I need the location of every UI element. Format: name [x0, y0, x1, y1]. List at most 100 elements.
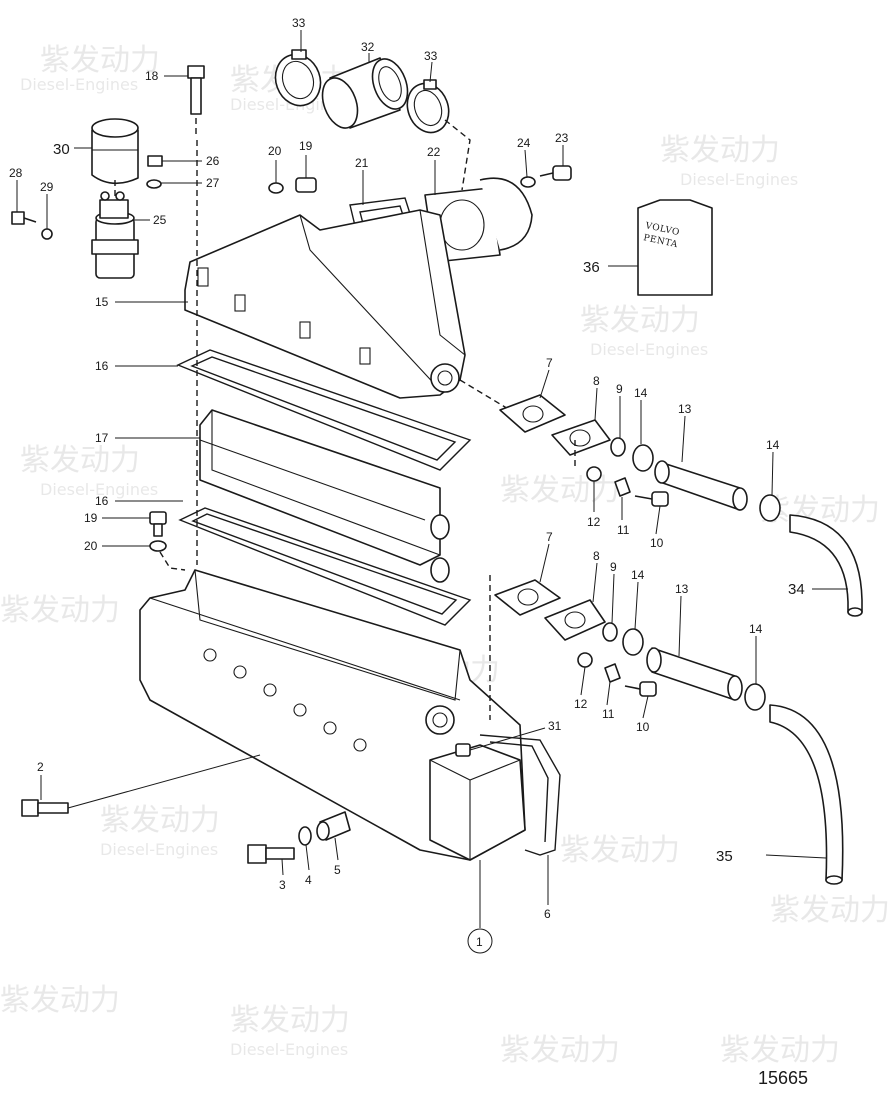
callout-18: 18: [145, 69, 159, 83]
callout-14: 14: [634, 386, 648, 400]
solenoid: [91, 191, 139, 279]
callout-32: 32: [361, 40, 375, 54]
callout-30: 30: [53, 141, 70, 158]
lock-11-lower: [604, 663, 621, 683]
watermark-brand: 紫发动力: [40, 43, 160, 78]
watermark-sub: Diesel-Engines: [40, 480, 158, 499]
washer-24: [520, 176, 536, 188]
pipe-35: [769, 704, 844, 885]
callout-8: 8: [593, 549, 600, 563]
watermark-sub: Diesel-Engines: [230, 1040, 348, 1059]
intercooler-housing: [139, 569, 526, 861]
callout-28: 28: [9, 166, 23, 180]
watermark-sub: Diesel-Engines: [590, 340, 708, 359]
callout-6: 6: [544, 907, 551, 921]
screw-23: [539, 165, 572, 181]
watermark-sub: Diesel-Engines: [230, 95, 348, 114]
callout-14: 14: [631, 568, 645, 582]
callout-1: 1: [476, 935, 483, 949]
flange-7-upper: [499, 394, 566, 433]
callout-2: 2: [37, 760, 44, 774]
washer-12-lower: [577, 652, 593, 668]
callout-15: 15: [95, 295, 109, 309]
callout-20: 20: [268, 144, 282, 158]
callout-10: 10: [650, 536, 664, 550]
watermark-sub: Diesel-Engines: [20, 75, 138, 94]
bolt-3: [247, 844, 295, 864]
screw-19-top: [295, 177, 317, 193]
washer-12-upper: [586, 466, 602, 482]
callout-7: 7: [546, 356, 553, 370]
watermark-brand: 紫发动力: [770, 893, 890, 928]
watermark-brand: 紫发动力: [560, 833, 680, 868]
callout-29: 29: [40, 180, 54, 194]
watermark-brand: 紫发动力: [720, 1033, 840, 1068]
callout-33: 33: [424, 49, 438, 63]
washer-4: [298, 826, 312, 846]
callout-1-circle: [467, 928, 493, 954]
bolt-2: [21, 799, 69, 817]
hose-13-upper: [654, 460, 748, 511]
clamp-14-upper-b: [759, 494, 781, 522]
watermark-sub: Diesel-Engines: [680, 170, 798, 189]
drawing-number: 15665: [757, 1068, 808, 1088]
callout-8: 8: [593, 374, 600, 388]
callout-10: 10: [636, 720, 650, 734]
callout-33: 33: [292, 16, 306, 30]
callout-11: 11: [602, 707, 615, 721]
o-ring-9-upper: [610, 437, 626, 457]
watermark-brand: 紫发动力: [580, 303, 700, 338]
clamp-14-upper-a: [632, 444, 654, 472]
hose-clamp-right: [406, 79, 450, 134]
clamp-14-lower-a: [622, 628, 644, 656]
clamp-14-lower-b: [744, 683, 766, 711]
callout-23: 23: [555, 131, 569, 145]
parts-kit-box: VOLVO PENTA: [637, 199, 713, 296]
callout-11: 11: [617, 523, 630, 537]
callout-27: 27: [206, 176, 220, 190]
callout-22: 22: [427, 145, 441, 159]
callout-21: 21: [355, 156, 369, 170]
callout-12: 12: [574, 697, 588, 711]
o-ring-9-lower: [602, 622, 618, 642]
washer-27: [146, 179, 162, 189]
callout-5: 5: [334, 863, 341, 877]
callout-20: 20: [84, 539, 98, 553]
callout-26: 26: [206, 154, 220, 168]
callout-16: 16: [95, 494, 109, 508]
callout-13: 13: [675, 582, 689, 596]
hose-clamp-left: [274, 49, 322, 107]
screw-31: [455, 743, 471, 757]
callout-24: 24: [517, 136, 531, 150]
callout-labels: 33 32 33 18 30 26 27 28 29 25 20 19 21 2…: [9, 16, 805, 954]
callout-16: 16: [95, 359, 109, 373]
callout-13: 13: [678, 402, 692, 416]
cooler-core: [199, 409, 450, 583]
flange-8-upper: [551, 419, 611, 456]
spacer-5: [316, 811, 351, 841]
watermark-brand: 紫发动力: [500, 473, 620, 508]
callout-4: 4: [305, 873, 312, 887]
callout-3: 3: [279, 878, 286, 892]
hose-13-lower: [646, 647, 743, 701]
callout-36: 36: [583, 259, 600, 276]
callout-35: 35: [716, 848, 733, 865]
watermark-brand: 紫发动力: [20, 443, 140, 478]
washer-20-middle: [149, 540, 167, 552]
watermark-brand: 紫发动力: [0, 593, 120, 628]
gasket-6: [479, 734, 561, 856]
screw-10-upper: [634, 491, 669, 507]
callout-19: 19: [84, 511, 98, 525]
watermark-brand: 紫发动力: [0, 983, 120, 1018]
watermark-brand: 紫发动力: [660, 133, 780, 168]
callout-31: 31: [548, 719, 562, 733]
screw-19-middle: [149, 511, 167, 537]
callout-19: 19: [299, 139, 313, 153]
callout-9: 9: [616, 382, 623, 396]
lock-11-upper: [614, 477, 631, 497]
flange-7-lower: [494, 579, 561, 616]
callout-25: 25: [153, 213, 167, 227]
rubber-sleeve: [321, 57, 409, 129]
leader-lines: [16, 30, 848, 928]
